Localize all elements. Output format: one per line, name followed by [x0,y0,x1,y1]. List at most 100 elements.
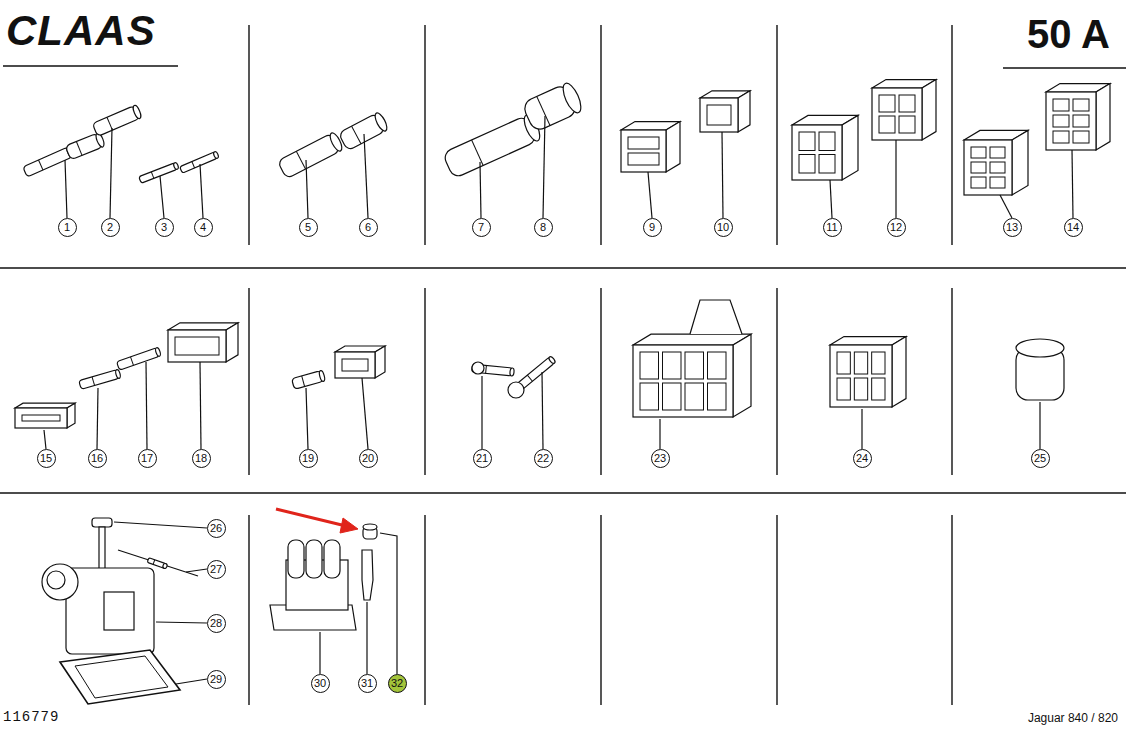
frame-line [424,288,425,475]
leader-line [97,388,98,449]
callout-circle: 28 [207,614,226,633]
flat-plug-housing-cavity [22,415,60,421]
ring-terminal-end [548,356,556,365]
relay-socket-cavity [708,352,727,379]
pin-contact [65,132,105,160]
multi-pin-housing [442,113,543,179]
flat-plug-housing [15,403,75,428]
six-way-housing-front [964,140,1012,195]
contact-tower [288,540,304,578]
leader-line [44,430,46,449]
six-way-housing-cavity [1053,99,1069,111]
pin-contact-detail [39,160,43,170]
ring-terminal-detail [485,365,487,373]
flat-terminal-body [117,348,160,370]
leader-line [380,533,397,674]
flat-plug-housing-front [15,408,67,428]
brand-logo: CLAAS [6,10,156,52]
callout-number: 18 [195,453,207,464]
six-way-housing-cavity [990,162,1005,173]
round-housing-top [1016,339,1064,357]
flat-terminal-end [155,347,162,357]
callout-circle: 25 [1031,449,1050,468]
flat-terminal [180,151,220,173]
callout-circle: 7 [472,218,491,237]
relay-socket-cavity [854,378,867,400]
flat-terminal-detail [192,162,195,168]
callout-circle: 16 [88,449,107,468]
callout-number: 19 [302,453,314,464]
leader-line [481,376,482,449]
flat-terminal-end [213,151,219,159]
leader-line [160,176,164,218]
four-way-housing-cavity [879,95,895,112]
four-way-housing [792,115,858,180]
callout-number: 1 [64,222,70,233]
leader-line [306,160,308,218]
callout-number: 10 [717,222,729,233]
terminal-housing-front [335,352,375,378]
callout-circle: 27 [207,560,226,579]
six-way-housing [964,130,1028,195]
six-way-housing [1046,84,1110,150]
leader-line [156,622,207,623]
leader-line [200,362,201,449]
gasket [60,650,180,704]
frame-line [424,515,425,705]
four-way-housing-front [872,88,922,140]
leader-line [114,522,207,528]
frame-line [248,515,249,705]
callout-circle: 22 [534,449,553,468]
six-way-housing-cavity [990,147,1005,158]
round-housing [338,111,389,151]
callout-circle: 19 [299,449,318,468]
crimp-terminal [362,550,373,600]
relay-socket-cavity [872,378,885,400]
four-way-housing-cavity [799,155,815,174]
frame-line [248,25,249,245]
callout-number: 6 [365,222,371,233]
frame-line [1003,67,1126,68]
callout-number: 15 [40,453,52,464]
single-seal-top [363,524,377,530]
callout-number: 14 [1067,222,1079,233]
leader-line [1039,402,1040,449]
flat-socket-housing-cavity [175,337,219,355]
multi-socket-housing-end [560,81,585,115]
callout-number: 24 [856,453,868,464]
flat-socket-housing-front [168,330,226,362]
crimp-terminal [292,370,326,389]
mounting-tab [690,300,742,334]
six-way-housing-front [1046,92,1096,150]
gasket-inner [75,656,168,698]
flat-terminal-detail [92,377,95,386]
leader-line [895,140,896,218]
model-caption: Jaguar 840 / 820 [1028,712,1118,724]
six-way-housing-side [1096,84,1110,150]
six-way-housing-side [1012,130,1028,195]
four-way-housing-cavity [819,155,835,174]
callout-circle: 6 [359,218,378,237]
callout-circle: 30 [311,674,330,693]
four-way-housing-side [922,80,936,140]
crimp-terminal-detail [302,376,305,387]
terminal-housing-cavity [342,359,368,371]
drawing-number: 116779 [3,710,59,724]
multi-socket-housing-detail [537,96,550,125]
valve-plug-housing [66,568,154,654]
two-way-housing-cavity [628,153,659,165]
crimp-terminal-body [292,371,324,390]
callout-number: 28 [210,618,222,629]
highlight-arrowhead [340,518,358,533]
relay-socket-front [633,345,733,417]
callout-circle: 26 [207,519,226,538]
frame-line [248,288,249,475]
page-number: 50 A [1027,14,1110,54]
socket-contact-body [92,106,140,137]
callout-circle: 20 [359,449,378,468]
multi-socket-housing [521,81,584,133]
contact-tower [324,540,340,578]
callout-circle: 3 [155,218,174,237]
relay-socket-cavity [663,383,682,410]
